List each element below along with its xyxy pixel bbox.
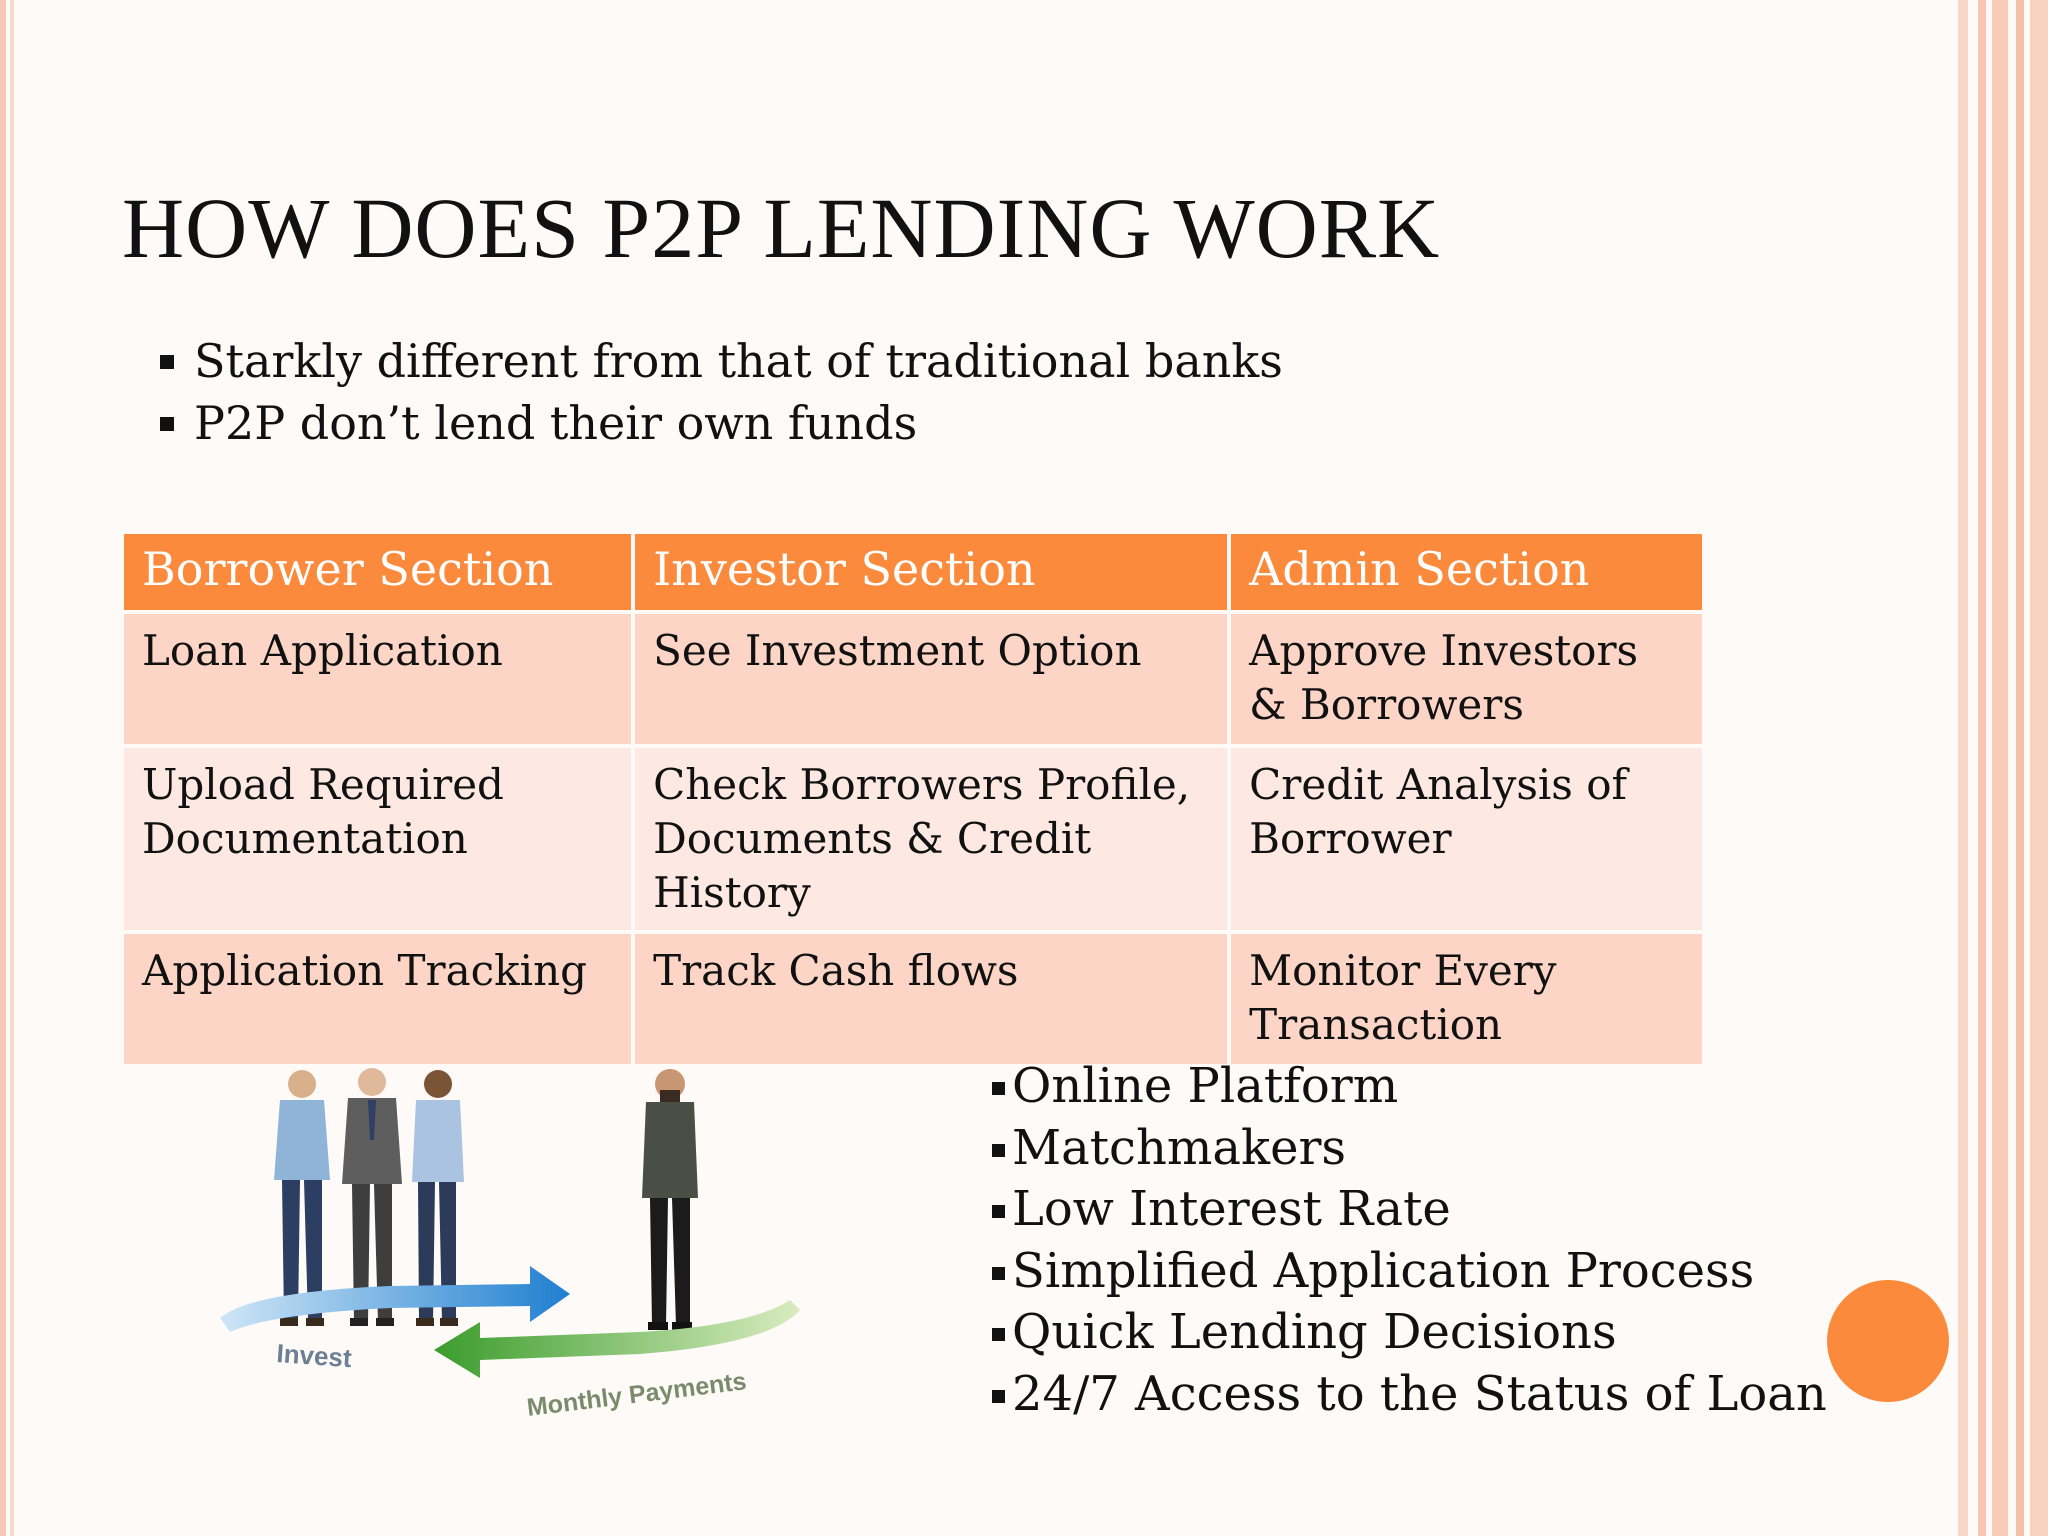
table-cell: Credit Analysis of Borrower (1227, 744, 1706, 934)
table-header-row: Borrower Section Investor Section Admin … (119, 530, 1706, 614)
table-cell: Approve Investors & Borrowers (1227, 610, 1706, 748)
sections-table: Borrower Section Investor Section Admin … (119, 530, 1706, 1068)
table-cell: Application Tracking (119, 930, 636, 1068)
intro-bullet-text: P2P don’t lend their own funds (194, 396, 918, 450)
square-bullet-icon (160, 355, 174, 369)
feature-item: Simplified Application Process (990, 1241, 1827, 1303)
intro-bullet: P2P don’t lend their own funds (158, 392, 1283, 454)
right-border-stripe-1 (1958, 0, 1968, 1536)
p2p-illustration: Invest Monthly Payments (220, 1068, 800, 1422)
feature-text: Online Platform (1012, 1058, 1399, 1114)
header-borrower-section: Borrower Section (119, 530, 636, 614)
right-border-stripe-5 (2030, 0, 2048, 1536)
square-bullet-icon (992, 1389, 1005, 1403)
feature-text: 24/7 Access to the Status of Loan (1012, 1365, 1827, 1422)
feature-item: Online Platform (990, 1056, 1827, 1118)
table-row: Application Tracking Track Cash flows Mo… (119, 930, 1706, 1068)
feature-text: Low Interest Rate (1012, 1181, 1451, 1237)
feature-item: Quick Lending Decisions (990, 1302, 1827, 1364)
right-border-stripe-2 (1978, 0, 1986, 1536)
feature-text: Quick Lending Decisions (1012, 1304, 1617, 1360)
feature-text: Simplified Application Process (1012, 1242, 1755, 1299)
intro-bullet-text: Starkly different from that of tradition… (194, 334, 1283, 388)
table-cell: Track Cash flows (631, 930, 1232, 1068)
left-border-stripe-inner (10, 0, 14, 1536)
invest-arrow-icon (220, 1266, 570, 1332)
square-bullet-icon (992, 1082, 1005, 1095)
square-bullet-icon (992, 1266, 1005, 1280)
square-bullet-icon (992, 1143, 1005, 1157)
right-border-stripe-3 (1992, 0, 2008, 1536)
intro-bullet: Starkly different from that of tradition… (158, 330, 1283, 392)
payments-arrow-icon (434, 1300, 800, 1378)
table-row: Loan Application See Investment Option A… (119, 610, 1706, 748)
feature-item: 24/7 Access to the Status of Loan (990, 1364, 1827, 1426)
feature-text: Matchmakers (1012, 1119, 1347, 1176)
features-bullet-list: Online Platform Matchmakers Low Interest… (990, 1056, 1827, 1425)
orange-circle-decoration (1827, 1280, 1949, 1402)
feature-item: Low Interest Rate (990, 1179, 1827, 1241)
left-border-stripe (0, 0, 6, 1536)
monthly-payments-label: Monthly Payments (525, 1367, 748, 1422)
table-row: Upload Required Documentation Check Borr… (119, 744, 1706, 934)
invest-label: Invest (276, 1338, 353, 1373)
borrower-person-icon (642, 1069, 698, 1330)
square-bullet-icon (160, 417, 174, 431)
table-cell: Loan Application (119, 610, 636, 748)
feature-item: Matchmakers (990, 1118, 1827, 1180)
right-border-stripe-4 (2016, 0, 2024, 1536)
intro-bullet-list: Starkly different from that of tradition… (158, 330, 1283, 454)
square-bullet-icon (992, 1205, 1005, 1218)
table-cell: Upload Required Documentation (119, 744, 636, 934)
square-bullet-icon (992, 1328, 1005, 1341)
header-investor-section: Investor Section (631, 530, 1232, 614)
investor-person-icon (274, 1070, 330, 1326)
table-cell: See Investment Option (631, 610, 1232, 748)
slide-title: HOW DOES P2P LENDING WORK (122, 180, 1441, 276)
table-cell: Monitor Every Transaction (1227, 930, 1706, 1068)
header-admin-section: Admin Section (1227, 530, 1706, 614)
table-cell: Check Borrowers Profile, Documents & Cre… (631, 744, 1232, 934)
